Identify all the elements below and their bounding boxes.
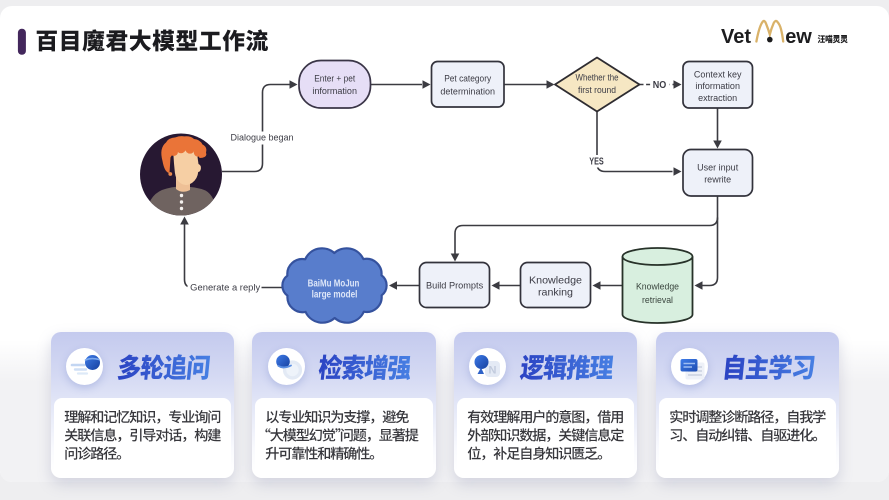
svg-text:Enter + pet: Enter + pet — [314, 73, 355, 83]
svg-text:Whether the: Whether the — [576, 73, 619, 83]
svg-text:User input: User input — [697, 163, 739, 173]
svg-text:information: information — [695, 81, 740, 91]
svg-text:Build Prompts: Build Prompts — [426, 280, 484, 290]
svg-text:information: information — [312, 86, 357, 96]
svg-text:Pet category: Pet category — [444, 74, 491, 84]
svg-text:Dialogue began: Dialogue began — [230, 132, 293, 142]
svg-text:Knowledge: Knowledge — [529, 275, 582, 286]
svg-text:BaiMu MoJun: BaiMu MoJun — [308, 278, 360, 289]
svg-text:extraction: extraction — [698, 93, 737, 103]
svg-text:retrieval: retrieval — [642, 295, 673, 305]
svg-text:Generate a reply: Generate a reply — [190, 283, 261, 293]
svg-text:determination: determination — [440, 86, 495, 96]
svg-text:large model: large model — [312, 290, 358, 301]
svg-text:first round: first round — [578, 85, 616, 95]
svg-text:ranking: ranking — [538, 287, 573, 298]
svg-text:ew: ew — [785, 26, 812, 48]
svg-text:N: N — [489, 365, 497, 377]
svg-text:Context key: Context key — [694, 70, 742, 80]
svg-text:Knowledge: Knowledge — [636, 282, 679, 292]
svg-text:rewrite: rewrite — [704, 174, 731, 184]
svg-text:Vet: Vet — [721, 26, 751, 48]
svg-text:NO: NO — [653, 80, 667, 91]
svg-text:YES: YES — [589, 157, 604, 168]
